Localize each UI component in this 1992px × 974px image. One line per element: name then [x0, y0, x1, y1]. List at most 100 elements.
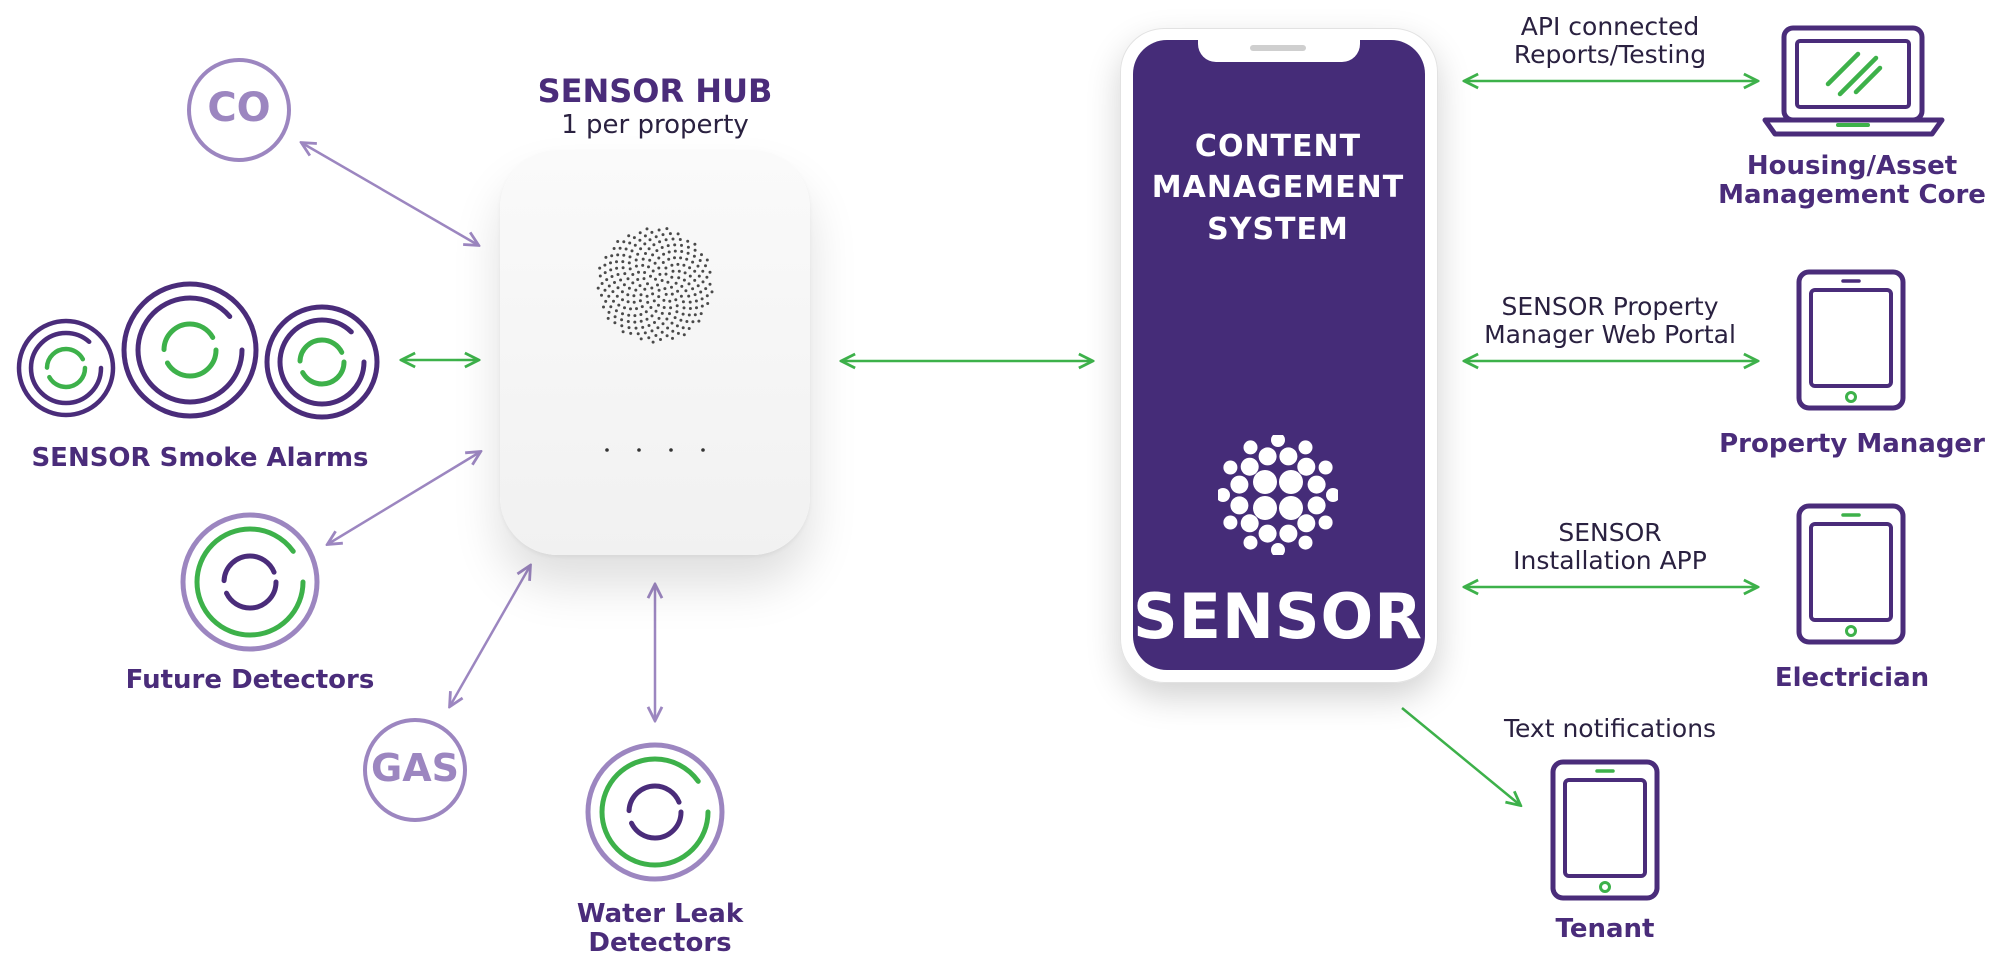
grille-hole: [663, 287, 667, 291]
grille-hole: [628, 241, 632, 245]
logo-dot: [1218, 488, 1230, 502]
grille-hole: [603, 263, 607, 267]
grille-hole: [639, 293, 643, 297]
grille-hole: [607, 310, 611, 314]
grille-hole: [643, 242, 647, 246]
grille-hole: [639, 247, 643, 251]
grille-hole: [620, 324, 624, 328]
grille-hole: [697, 274, 701, 278]
grille-hole: [687, 327, 691, 330]
grille-hole: [629, 331, 633, 335]
grille-hole: [638, 231, 642, 235]
grille-hole: [681, 326, 685, 330]
grille-hole: [613, 315, 617, 319]
grille-hole: [611, 290, 615, 294]
grille-hole: [653, 321, 656, 324]
grille-hole: [658, 272, 662, 276]
grille-hole: [688, 307, 692, 310]
gas-label: GAS: [371, 746, 459, 790]
grille-hole: [638, 299, 642, 303]
gas-detector: [363, 718, 467, 822]
grille-hole: [708, 282, 712, 286]
cms-title: CONTENT MANAGEMENT SYSTEM: [1128, 126, 1428, 250]
grille-hole: [631, 273, 635, 276]
housing-label: Housing/Asset Management Core: [1712, 151, 1992, 210]
grille-hole: [686, 239, 690, 243]
grille-hole: [639, 313, 643, 316]
housing-label-line: Housing/Asset: [1746, 151, 1958, 181]
hub-title: SENSOR HUB: [537, 72, 773, 110]
grille-hole: [628, 255, 632, 259]
tablet-icon-tenant: [1550, 759, 1660, 901]
grille-hole: [666, 326, 670, 330]
cms-phone-screen: [1133, 40, 1425, 670]
grille-hole: [678, 238, 682, 241]
grille-hole: [621, 298, 624, 302]
grille-hole: [633, 243, 637, 247]
logo-dot: [1243, 440, 1258, 455]
grille-hole: [616, 253, 620, 257]
grille-hole: [607, 294, 611, 298]
smoke-alarm-small-left: [16, 318, 116, 418]
logo-dot: [1223, 460, 1238, 475]
logo-dot: [1307, 475, 1326, 494]
grille-hole: [609, 305, 613, 309]
grille-hole: [700, 297, 704, 301]
grille-hole: [675, 324, 679, 328]
grille-hole: [705, 258, 709, 262]
logo-dot: [1297, 457, 1316, 476]
grille-hole: [644, 252, 647, 255]
grille-hole: [671, 336, 674, 340]
grille-hole: [686, 251, 690, 255]
grille-hole: [657, 266, 661, 270]
grille-hole: [638, 238, 642, 242]
grille-hole: [618, 246, 622, 250]
grille-hole: [674, 281, 678, 285]
grille-hole: [634, 326, 638, 330]
grille-hole: [613, 281, 616, 284]
logo-dot: [1298, 440, 1313, 455]
grille-hole: [680, 284, 684, 288]
grille-hole: [671, 269, 675, 273]
grille-hole: [669, 306, 673, 310]
grille-hole: [665, 334, 669, 338]
grille-hole: [646, 282, 649, 286]
logo-dot: [1240, 457, 1259, 476]
grille-hole: [652, 299, 656, 303]
grille-hole: [659, 338, 662, 341]
logo-dot: [1326, 488, 1338, 502]
grille-hole: [616, 286, 620, 290]
grille-hole: [694, 299, 698, 303]
grille-hole: [639, 337, 643, 341]
grille-hole: [657, 228, 661, 232]
grille-hole: [670, 263, 674, 267]
tenant-label: Tenant: [1555, 914, 1655, 944]
logo-dot: [1307, 496, 1326, 515]
grille-hole: [675, 310, 679, 314]
grille-hole: [667, 250, 671, 254]
logo-dot: [1271, 543, 1285, 555]
grille-hole: [600, 282, 604, 285]
grille-hole: [616, 273, 620, 276]
grille-hole: [693, 242, 697, 246]
grille-hole: [620, 290, 624, 294]
logo-dot: [1318, 460, 1333, 475]
grille-hole: [654, 334, 658, 337]
grille-hole: [648, 238, 652, 242]
grille-hole: [607, 284, 611, 288]
grille-hole: [634, 288, 638, 292]
grille-hole: [697, 319, 701, 323]
logo-dot: [1230, 496, 1249, 515]
cms-title-line: MANAGEMENT: [1151, 170, 1405, 206]
grille-hole: [666, 280, 670, 284]
grille-hole: [682, 263, 686, 267]
grille-hole: [619, 278, 623, 282]
grille-hole: [633, 320, 637, 324]
grille-hole: [639, 319, 643, 323]
grille-hole: [705, 275, 709, 279]
grille-hole: [598, 274, 602, 278]
logo-dot: [1240, 514, 1259, 533]
grille-hole: [632, 294, 636, 298]
grille-hole: [606, 316, 610, 320]
grille-hole: [602, 305, 605, 309]
